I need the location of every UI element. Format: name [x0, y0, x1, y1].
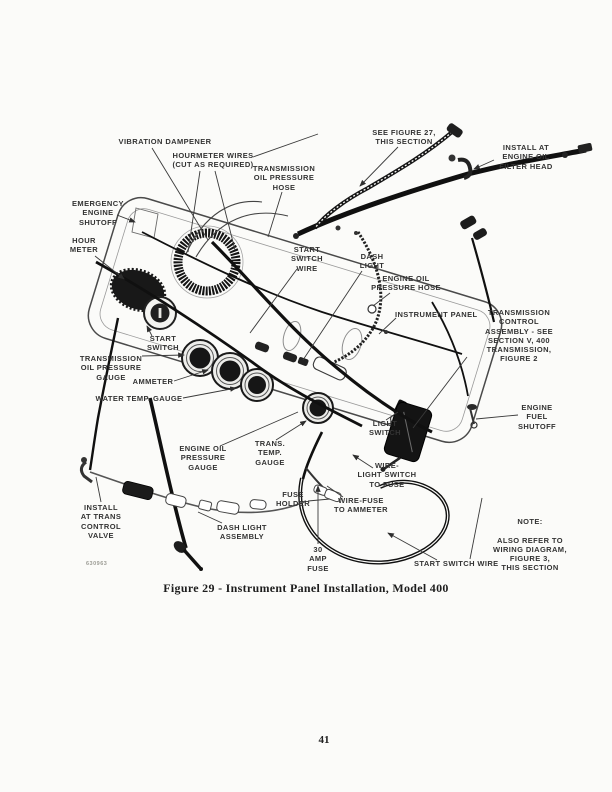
- callout-hour-meter: HOUR METER: [69, 236, 99, 255]
- callout-trans-temp-gauge: TRANS. TEMP. GAUGE: [254, 439, 286, 467]
- leader-lines: [94, 133, 519, 561]
- callout-water-temp-gauge: WATER TEMP. GAUGE: [95, 394, 183, 403]
- callout-wire-light-switch-to-fuse: WIRE- LIGHT SWITCH TO FUSE: [357, 461, 417, 489]
- callout-note: NOTE: ALSO REFER TO WIRING DIAGRAM, FIGU…: [493, 517, 567, 573]
- callout-instrument-panel: INSTRUMENT PANEL: [395, 310, 478, 319]
- gauge-cluster: [181, 339, 334, 424]
- callout-engine-oil-pressure-gauge: ENGINE OIL PRESSURE GAUGE: [179, 444, 227, 472]
- callout-fuse-holder: FUSE HOLDER: [275, 490, 311, 509]
- gauge-sockets: [254, 341, 309, 366]
- start-switch-part: [143, 296, 177, 330]
- engine-fuel-shutoff-knob: [467, 404, 478, 429]
- page-number: 41: [318, 734, 330, 746]
- callout-start-switch-wire-top: START SWITCH WIRE: [291, 245, 323, 273]
- callout-light-switch: LIGHT SWITCH: [369, 419, 401, 438]
- figure-caption: Figure 29 - Instrument Panel Installatio…: [163, 581, 449, 595]
- callout-ammeter: AMMETER: [132, 377, 174, 386]
- callout-wire-fuse-to-ammeter: WIRE-FUSE TO AMMETER: [334, 496, 388, 515]
- callout-transmission-control-assembly: TRANSMISSION CONTROL ASSEMBLY - SEE SECT…: [484, 308, 554, 364]
- callout-transmission-oil-pressure-gauge: TRANSMISSION OIL PRESSURE GAUGE: [79, 354, 143, 382]
- callout-thirty-amp-fuse: 30 AMP FUSE: [307, 545, 329, 573]
- callout-emergency-engine-shutoff: EMERGENCY ENGINE SHUTOFF: [72, 199, 124, 227]
- panel-cutouts: [282, 320, 363, 361]
- callout-install-at-engine-oil-filter-head: INSTALL AT ENGINE OIL FILTER HEAD: [499, 143, 553, 171]
- transmission-control-plate: [380, 401, 433, 472]
- callout-install-at-trans-control-valve: INSTALL AT TRANS CONTROL VALVE: [80, 503, 122, 540]
- callout-dash-light-assembly: DASH LIGHT ASSEMBLY: [217, 523, 267, 542]
- callout-see-figure-27: SEE FIGURE 27, THIS SECTION: [372, 128, 436, 147]
- photo-id-number: 630963: [86, 561, 108, 567]
- callout-vibration-dampener: VIBRATION DAMPENER: [118, 137, 212, 146]
- callout-hourmeter-wires: HOURMETER WIRES (CUT AS REQUIRED): [172, 151, 254, 170]
- callout-engine-fuel-shutoff: ENGINE FUEL SHUTOFF: [517, 403, 557, 431]
- dash-light-assembly-parts: [79, 457, 307, 571]
- harness-connectors: [460, 215, 487, 240]
- wiring-and-hoses: [88, 123, 593, 565]
- vibration-dampener-ring: [170, 225, 244, 299]
- callout-start-switch-wire-bottom: START SWITCH WIRE: [414, 559, 499, 568]
- callout-transmission-oil-pressure-hose: TRANSMISSION OIL PRESSURE HOSE: [252, 164, 316, 192]
- callout-engine-oil-pressure-hose: ENGINE OIL PRESSURE HOSE: [371, 274, 441, 293]
- callout-start-switch: START SWITCH: [147, 334, 179, 353]
- callout-dash-light: DASH LIGHT: [359, 252, 385, 271]
